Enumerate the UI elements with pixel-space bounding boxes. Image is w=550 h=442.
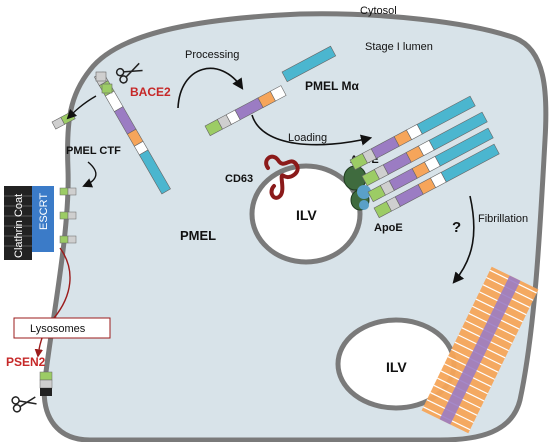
apoe-bottom-label: ApoE <box>374 222 403 234</box>
ilv-1 <box>249 163 363 265</box>
fibrillation-arrow <box>452 195 475 284</box>
escrt-complex: ESCRT <box>32 186 54 252</box>
pmel-ctf-label: PMEL CTF <box>66 145 121 157</box>
ctf-internalization-arrow <box>66 95 97 120</box>
apoe-complex <box>343 165 371 211</box>
processing-arrow <box>177 67 244 109</box>
psen2-fragment <box>39 371 53 396</box>
lysosomes-box <box>13 317 111 339</box>
psen2-label: PSEN2 <box>6 355 46 369</box>
ilv-2-label: ILV <box>386 359 407 375</box>
ctf-on-membrane <box>95 71 113 94</box>
ctf-to-escrt-arrow <box>82 161 97 188</box>
scissors-icon <box>115 62 143 84</box>
pmel-label: PMEL <box>180 228 216 243</box>
clathrin-coat-label: Clathrin Coat <box>13 194 25 258</box>
processing-label: Processing <box>185 49 239 61</box>
pmel-nterm-segment <box>138 149 171 195</box>
fibrillation-label: Fibrillation <box>478 213 528 225</box>
psen2-scissors-icon <box>11 396 37 413</box>
clathrin-coat: Clathrin Coat <box>4 186 32 260</box>
escrt-label: ESCRT <box>38 193 50 230</box>
cytosol-label: Cytosol <box>360 5 397 17</box>
ilv-1-label: ILV <box>296 207 317 223</box>
ctf-in-vesicles <box>59 187 77 244</box>
pmel-ma-nterm <box>281 45 337 83</box>
stage-lumen-label: Stage I lumen <box>365 41 433 53</box>
pmel-ma-label: PMEL Mα <box>305 79 359 93</box>
cd63-label: CD63 <box>225 173 253 185</box>
pmel-ma-pieces <box>204 45 337 137</box>
loading-arrow <box>251 114 373 146</box>
loaded-pmel-stack <box>349 95 500 219</box>
bace2-label: BACE2 <box>130 85 171 99</box>
pmel-ma-core <box>204 85 287 137</box>
lysosomes-label: Lysosomes <box>30 323 86 335</box>
loading-label: Loading <box>288 132 327 144</box>
question-mark: ? <box>452 219 461 236</box>
amyloid-fibril <box>421 266 539 434</box>
cd63-icon <box>264 154 300 200</box>
